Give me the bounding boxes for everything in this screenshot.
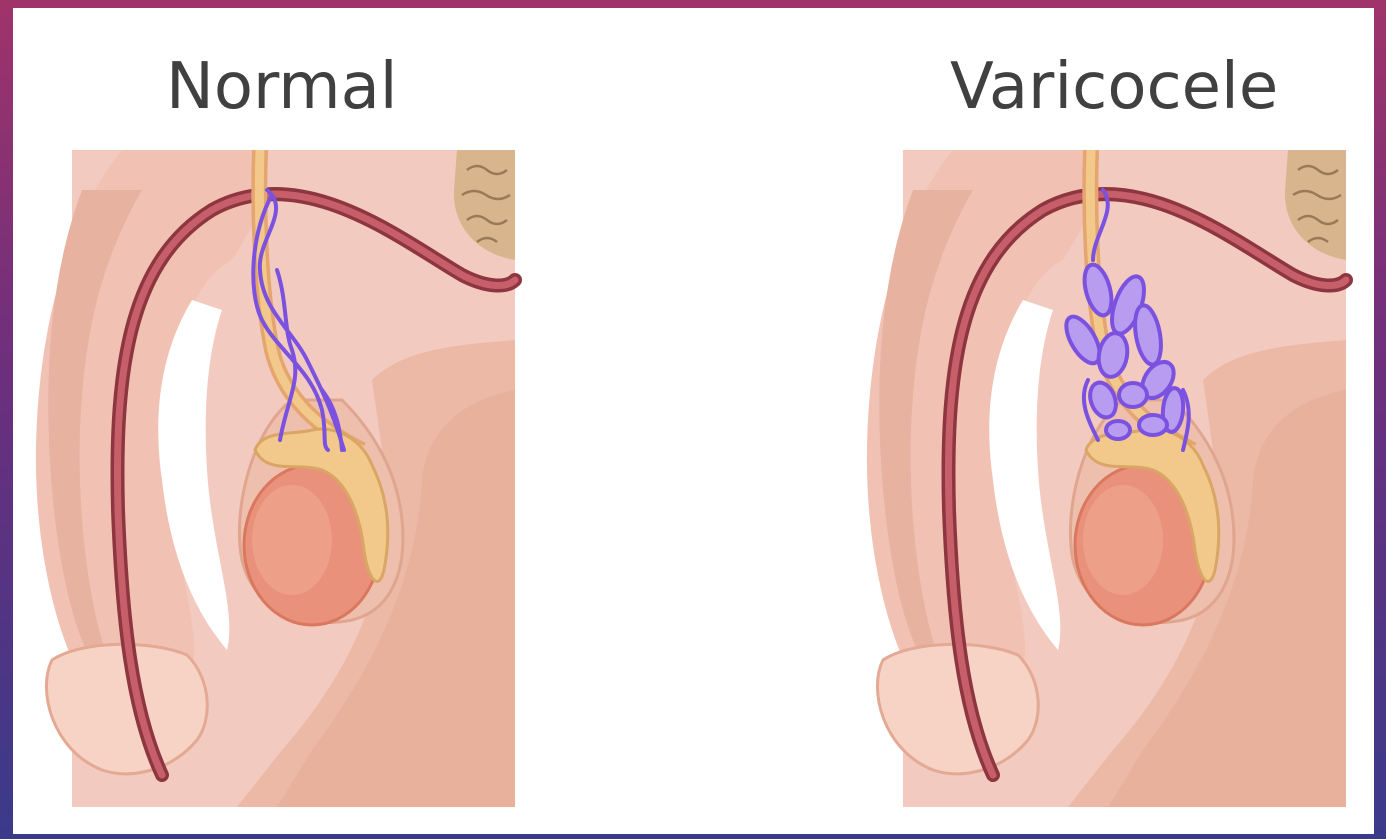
testis-highlight [1083, 485, 1163, 595]
testis-highlight [252, 485, 332, 595]
normal-title: Normal [166, 50, 398, 124]
varicocele-anatomy-illustration [853, 150, 1353, 810]
varicocele-title: Varicocele [950, 50, 1278, 124]
normal-anatomy-illustration [22, 150, 522, 810]
